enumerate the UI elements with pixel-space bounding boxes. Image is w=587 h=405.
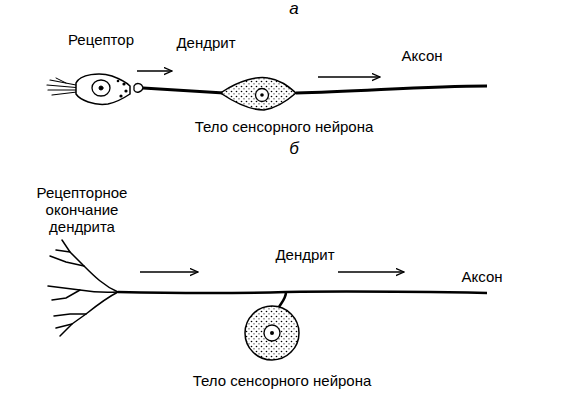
dendrite: [118, 292, 286, 293]
part-label: Аксон: [401, 47, 442, 64]
neuron-body: [222, 78, 296, 110]
panel-letter: а: [289, 0, 298, 17]
part-label: Дендрит: [176, 34, 235, 51]
part-label: Рецептор: [68, 31, 134, 48]
panel-letter: б: [289, 140, 299, 157]
axon: [296, 86, 487, 93]
neuron-stalk: [279, 292, 286, 307]
part-label: Дендрит: [275, 246, 334, 263]
part-label: Рецепторное окончание дендрита: [32, 184, 132, 235]
direction-arrow: [338, 271, 404, 272]
direction-arrow: [137, 70, 172, 71]
receptor-ending: [48, 240, 118, 336]
neuron-body: [245, 306, 299, 360]
direction-arrow: [140, 271, 198, 272]
part-label: Аксон: [461, 268, 502, 285]
direction-arrow: [318, 76, 380, 77]
dendrite: [134, 84, 224, 93]
axon: [286, 292, 487, 293]
receptor-cell: [47, 74, 130, 104]
part-label: Тело сенсорного нейрона: [193, 372, 372, 389]
part-label: Тело сенсорного нейрона: [195, 118, 374, 135]
